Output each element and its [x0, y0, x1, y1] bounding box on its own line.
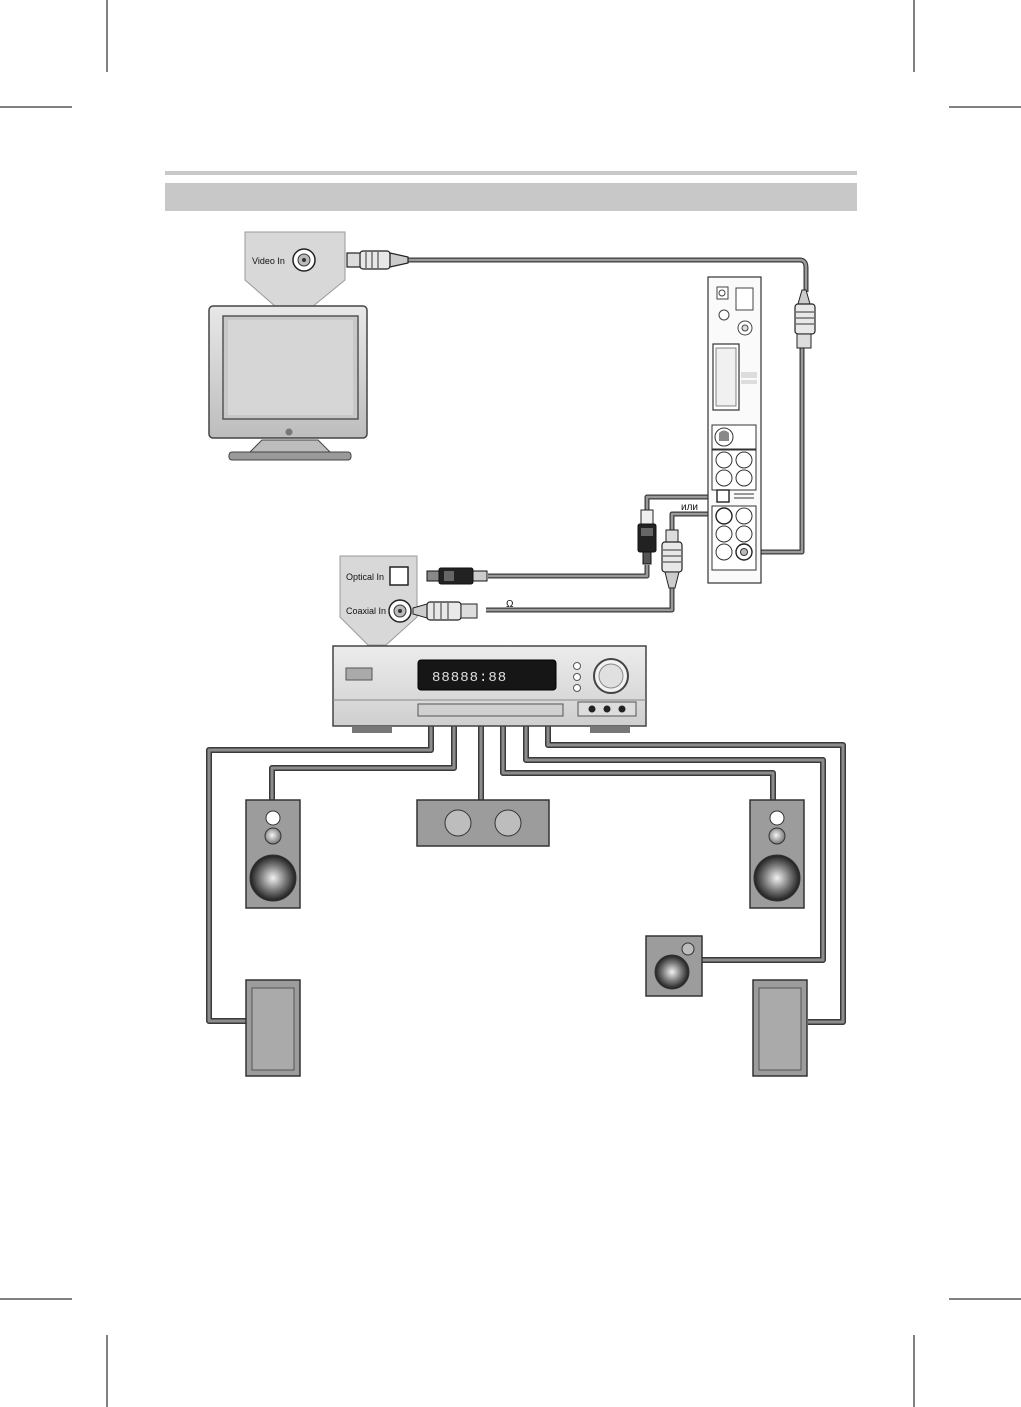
- av-receiver: 88888:88: [333, 646, 646, 733]
- or-label: или: [681, 502, 698, 513]
- front-left-speaker: [246, 800, 300, 908]
- tv-input-callout: Video In: [245, 232, 345, 307]
- ohm-label: Ω: [506, 599, 514, 610]
- video-in-label: Video In: [252, 256, 285, 266]
- dvd-optical-out: [717, 490, 729, 502]
- optical-in-port: [390, 567, 408, 585]
- optical-plug-vertical: [638, 510, 656, 564]
- optical-in-label: Optical In: [346, 572, 384, 582]
- amp-input-callout: Optical In Coaxial In: [340, 556, 417, 645]
- header-bar: [165, 183, 857, 211]
- video-rca-plug-dvd: [795, 290, 815, 348]
- surround-left-speaker: [246, 980, 300, 1076]
- coaxial-in-label: Coaxial In: [346, 606, 386, 616]
- surround-right-speaker: [753, 980, 807, 1076]
- svg-text:88888:88: 88888:88: [432, 670, 507, 686]
- center-speaker: [417, 800, 549, 846]
- coaxial-plug-vertical: [662, 530, 682, 588]
- dvd-coaxial-out: [716, 508, 732, 524]
- video-rca-plug-tv: [347, 251, 408, 269]
- subwoofer: [646, 936, 702, 996]
- optical-plug-horizontal: [427, 568, 487, 584]
- coaxial-plug-horizontal: [413, 602, 477, 620]
- television: [209, 306, 367, 460]
- speaker-wires: [209, 710, 843, 1022]
- tv-power-icon: [286, 429, 293, 436]
- header-rule: [165, 171, 857, 175]
- front-right-speaker: [750, 800, 804, 908]
- dvd-rear-panel: [708, 277, 761, 583]
